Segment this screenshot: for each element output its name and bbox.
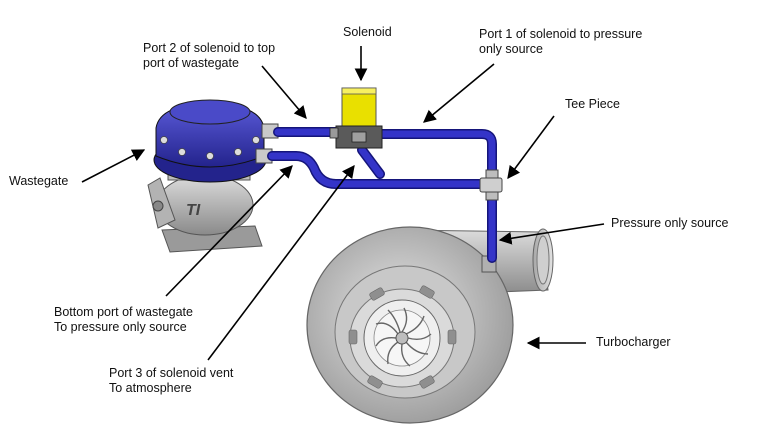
label-port1: Port 1 of solenoid to pressure only sour… xyxy=(479,27,643,56)
pointer-arrows xyxy=(81,46,605,361)
arrow-port2 xyxy=(261,65,307,119)
label-solenoid: Solenoid xyxy=(343,25,392,39)
label-turbocharger: Turbocharger xyxy=(596,335,671,349)
turbocharger xyxy=(306,226,554,424)
tee-piece xyxy=(479,169,503,201)
arrow-port3 xyxy=(207,164,355,361)
label-wastegate: Wastegate xyxy=(9,174,69,188)
solenoid xyxy=(329,87,383,149)
wastegate: TI xyxy=(147,99,279,253)
label-pressure-source: Pressure only source xyxy=(611,216,729,230)
hoses xyxy=(267,127,497,263)
arrow-port1 xyxy=(423,63,495,123)
arrow-pressure-source xyxy=(498,223,605,245)
label-port3: Port 3 of solenoid vent To atmosphere xyxy=(109,366,234,395)
label-bottom-port: Bottom port of wastegate To pressure onl… xyxy=(54,305,193,334)
svg-text:TI: TI xyxy=(186,202,201,219)
arrow-tee xyxy=(507,115,555,180)
arrow-bottom-port xyxy=(165,165,293,297)
label-tee-piece: Tee Piece xyxy=(565,97,620,111)
arrow-wastegate xyxy=(81,149,146,183)
label-port2: Port 2 of solenoid to top port of wasteg… xyxy=(143,41,276,70)
compressor-wheel xyxy=(363,299,441,377)
